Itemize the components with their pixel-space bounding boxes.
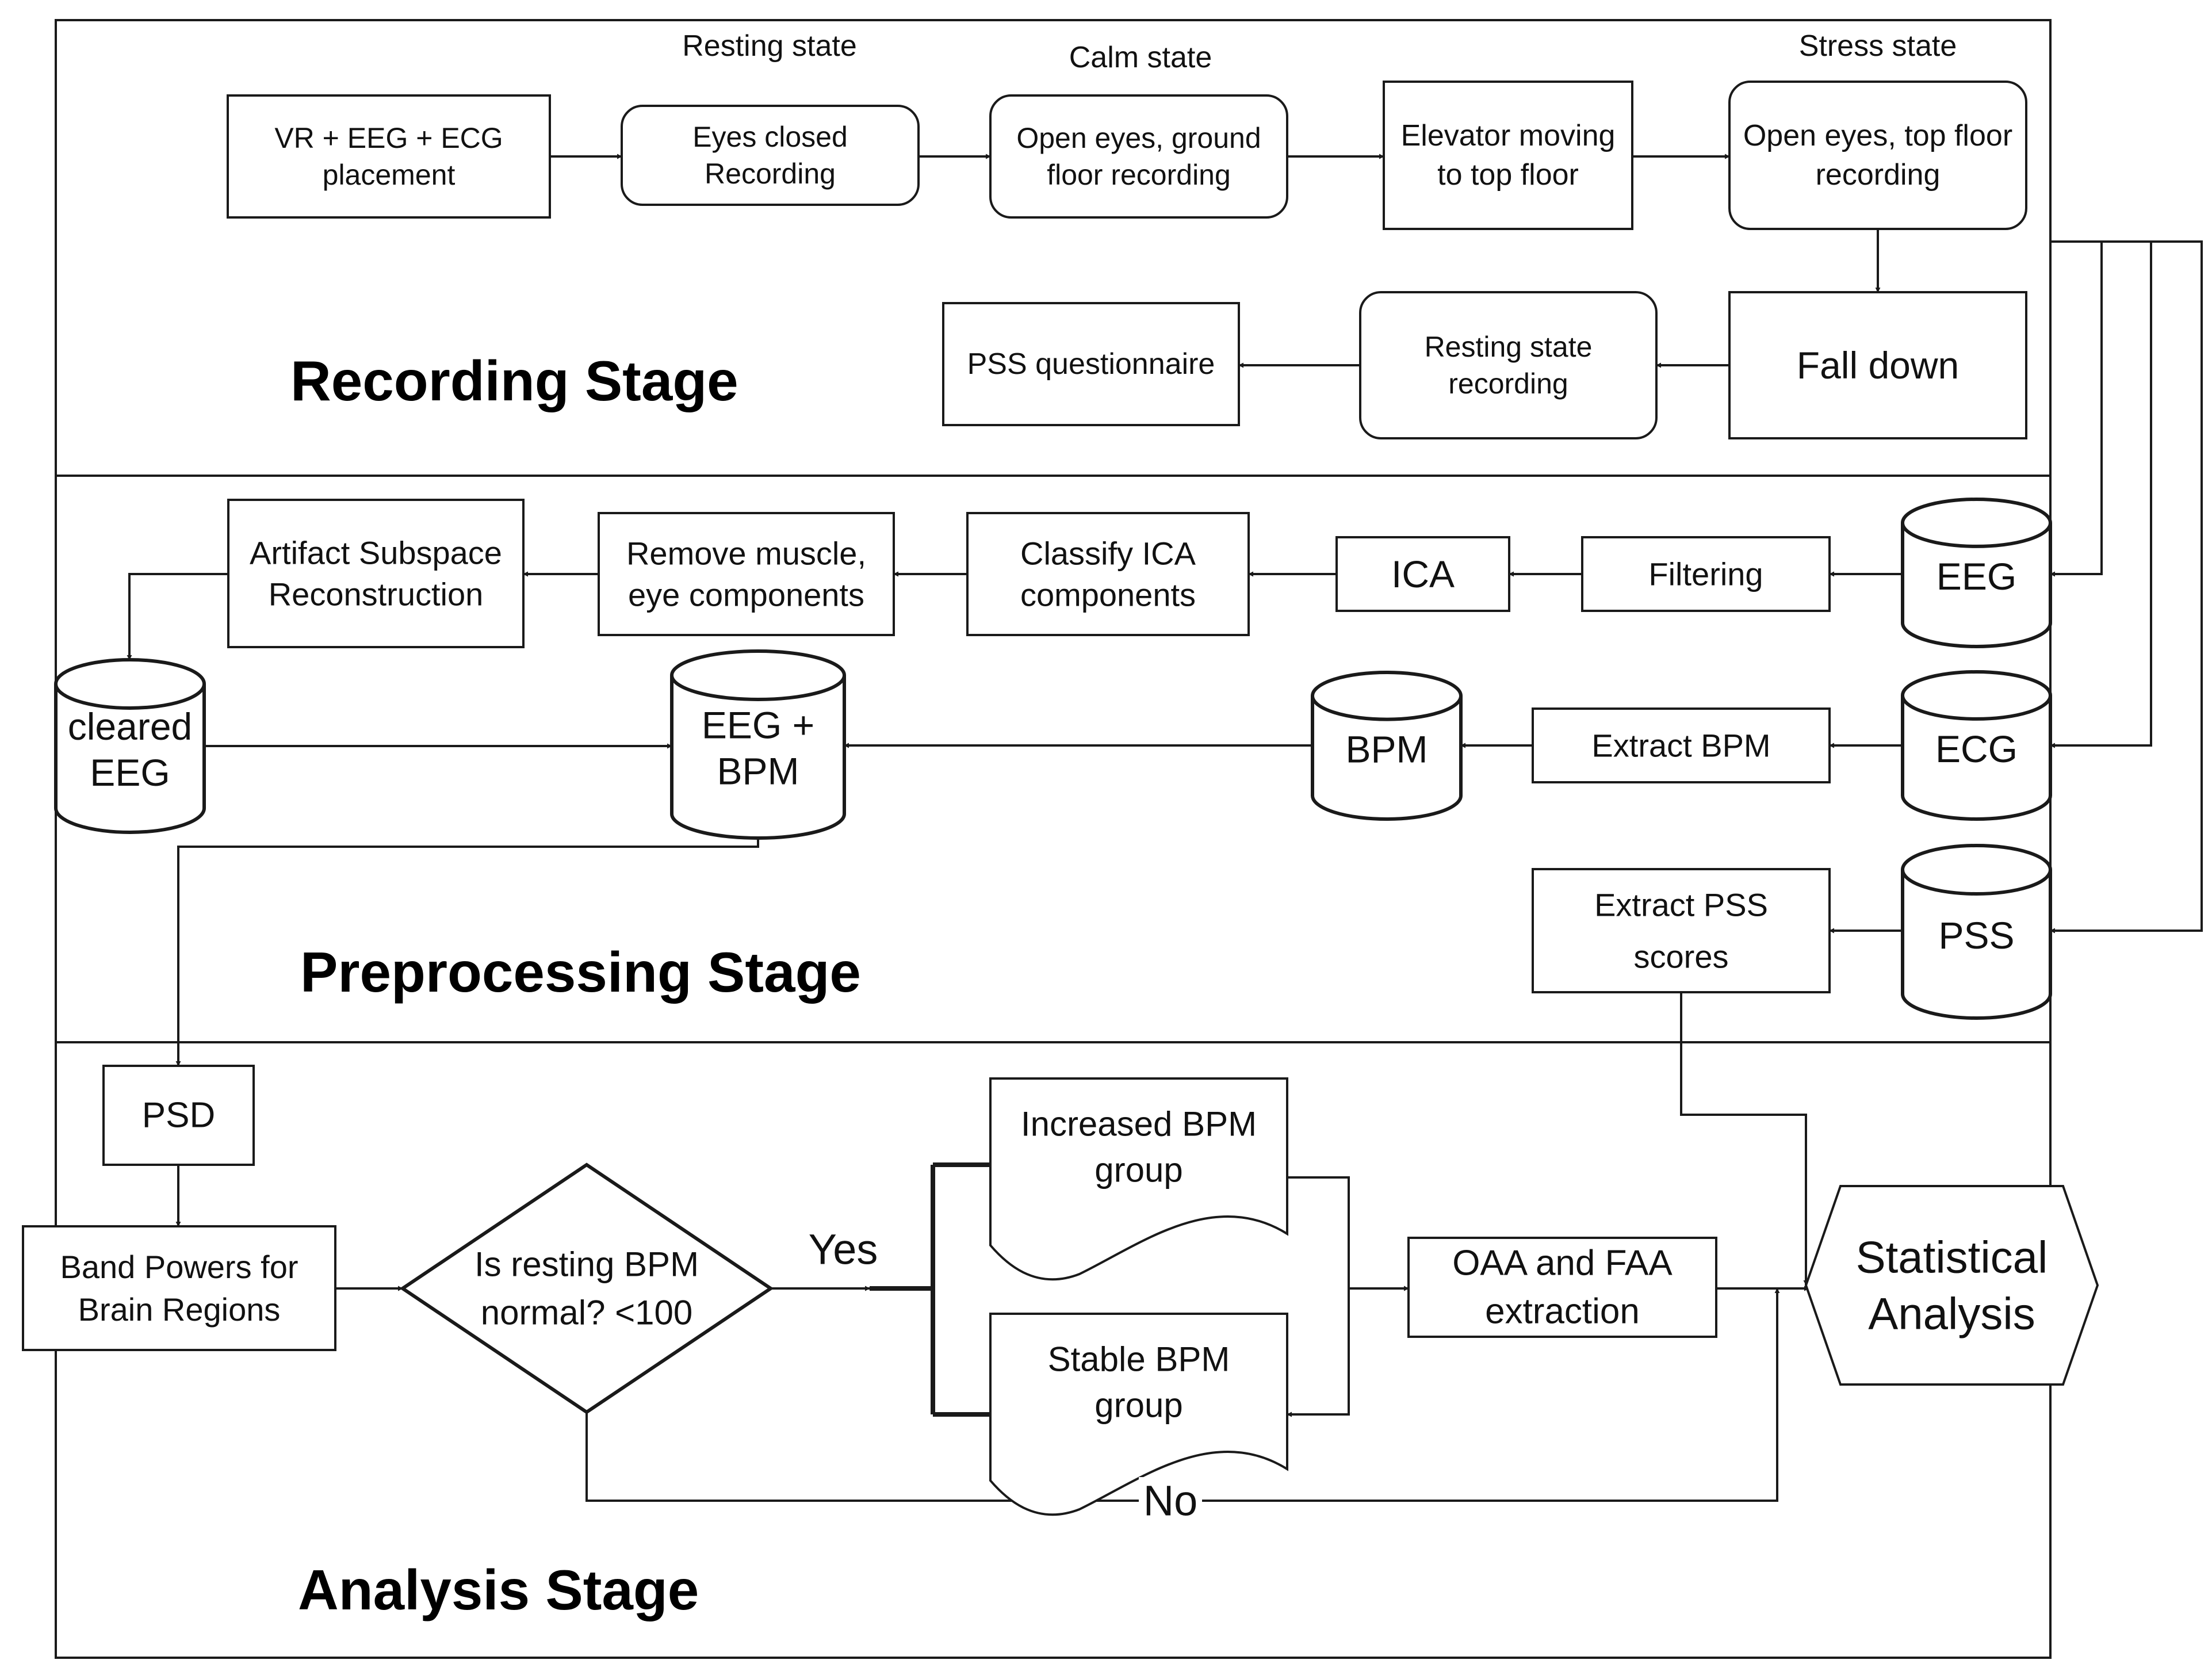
node-resting-recording [1359, 291, 1658, 439]
node-label-decision: Is resting BPM [474, 1245, 699, 1284]
node-label-statistical: Analysis [1868, 1288, 2035, 1339]
node-fall-down [1728, 291, 2027, 439]
node-label-vr-placement: placement [323, 159, 456, 191]
node-eyes-closed [621, 105, 920, 206]
node-label-open-ground: Open eyes, ground [1016, 122, 1261, 154]
stage-title-preprocessing: Preprocessing Stage [300, 940, 861, 1004]
connector-arrow [1287, 1176, 1350, 1417]
node-label-vr-placement: VR + EEG + ECG [274, 122, 503, 154]
flow-nodes [22, 81, 2099, 1516]
node-extract-bpm [1532, 707, 1831, 783]
node-label-filtering: Filtering [1648, 556, 1763, 592]
node-label-oaa-faa: extraction [1485, 1292, 1640, 1332]
state-label-resting: Resting state [682, 29, 857, 63]
node-label-ecg-db: ECG [1935, 728, 2018, 770]
stage-lanes [55, 19, 2052, 1659]
node-label-eyes-closed: Recording [705, 158, 836, 190]
stage-title-analysis: Analysis Stage [298, 1558, 699, 1621]
node-label-open-top: recording [1816, 158, 1941, 192]
node-label-eeg-bpm: BPM [717, 750, 799, 793]
node-label-elevator: Elevator moving [1401, 119, 1616, 152]
node-label-elevator: to top floor [1437, 158, 1579, 192]
node-label-resting-recording: recording [1448, 368, 1568, 400]
stage-title-recording: Recording Stage [290, 349, 738, 412]
node-label-fall-down: Fall down [1797, 344, 1959, 387]
state-label-stress: Stress state [1799, 29, 1957, 63]
node-label-bpm-db: BPM [1345, 728, 1428, 771]
branch-bracket [870, 1162, 990, 1417]
node-cleared-eeg [54, 658, 206, 834]
node-label-cleared-eeg: EEG [90, 751, 170, 794]
node-label-stable-group: Stable BPM [1048, 1340, 1230, 1378]
node-extract-pss [1532, 868, 1831, 993]
node-label-cleared-eeg: cleared [68, 705, 192, 748]
node-elevator [1383, 81, 1633, 230]
node-label-asr: Reconstruction [269, 576, 484, 613]
node-eeg-bpm [670, 649, 846, 840]
node-label-classify-ica: components [1020, 577, 1196, 613]
node-label-remove-muscle: eye components [628, 577, 864, 613]
connector-arrow [1680, 992, 1809, 1286]
node-stable-group [989, 1313, 1288, 1516]
node-label-ica: ICA [1391, 553, 1455, 595]
node-label-pss-db: PSS [1938, 914, 2014, 957]
node-label-open-top: Open eyes, top floor [1743, 119, 2012, 152]
node-increased-group [989, 1077, 1288, 1281]
node-label-eeg-db: EEG [1937, 555, 2016, 598]
node-bpm-db [1311, 671, 1463, 821]
edge-label-no: No [1143, 1477, 1198, 1525]
node-pss-questionnaire [942, 302, 1240, 426]
node-label-extract-pss: scores [1634, 939, 1729, 975]
node-oaa-faa [1407, 1237, 1717, 1338]
node-label-asr: Artifact Subspace [250, 535, 502, 571]
node-label-classify-ica: Classify ICA [1020, 536, 1196, 572]
connector-arrow [127, 573, 228, 660]
node-decision [399, 1162, 774, 1414]
connector-arrow [175, 838, 759, 1066]
node-pss-db [1901, 844, 2052, 1020]
edge-label-yes: Yes [809, 1226, 878, 1273]
node-label-statistical: Statistical [1856, 1232, 2048, 1283]
node-label-decision: normal? <100 [481, 1294, 693, 1332]
node-label-psd: PSD [142, 1096, 215, 1135]
node-eeg-db [1901, 498, 2052, 648]
edge-label-background [1139, 1477, 1202, 1523]
diagram-frame [55, 19, 2052, 1659]
node-statistical [1804, 1185, 2099, 1386]
node-label-resting-recording: Resting state [1425, 331, 1593, 363]
node-label-eyes-closed: Eyes closed [692, 121, 848, 153]
connectors [127, 154, 2203, 1502]
node-vr-placement [227, 94, 551, 219]
node-label-eeg-bpm: EEG + [702, 704, 814, 747]
node-ica [1335, 536, 1510, 612]
node-label-increased-group: group [1094, 1150, 1182, 1189]
node-label-oaa-faa: OAA and FAA [1452, 1244, 1673, 1283]
node-label-increased-group: Increased BPM [1021, 1104, 1257, 1143]
node-label-extract-pss: Extract PSS [1594, 887, 1768, 923]
connector-arrow [2050, 240, 2203, 934]
node-remove-muscle [598, 512, 895, 636]
node-open-top [1728, 81, 2027, 230]
connector-arrow [2050, 240, 2103, 577]
node-psd [102, 1065, 255, 1166]
node-label-open-ground: floor recording [1047, 159, 1231, 191]
node-label-pss-questionnaire: PSS questionnaire [967, 347, 1215, 381]
node-classify-ica [966, 512, 1250, 636]
node-ecg-db [1901, 670, 2052, 821]
node-asr [227, 499, 525, 648]
node-open-ground [989, 94, 1288, 219]
node-label-stable-group: group [1094, 1386, 1182, 1424]
node-band-powers [22, 1225, 336, 1351]
node-filtering [1581, 536, 1831, 612]
node-label-band-powers: Band Powers for [60, 1249, 298, 1285]
node-label-band-powers: Brain Regions [78, 1291, 281, 1328]
state-label-calm: Calm state [1069, 41, 1212, 74]
node-label-remove-muscle: Remove muscle, [626, 536, 866, 572]
node-label-extract-bpm: Extract BPM [1591, 728, 1770, 764]
